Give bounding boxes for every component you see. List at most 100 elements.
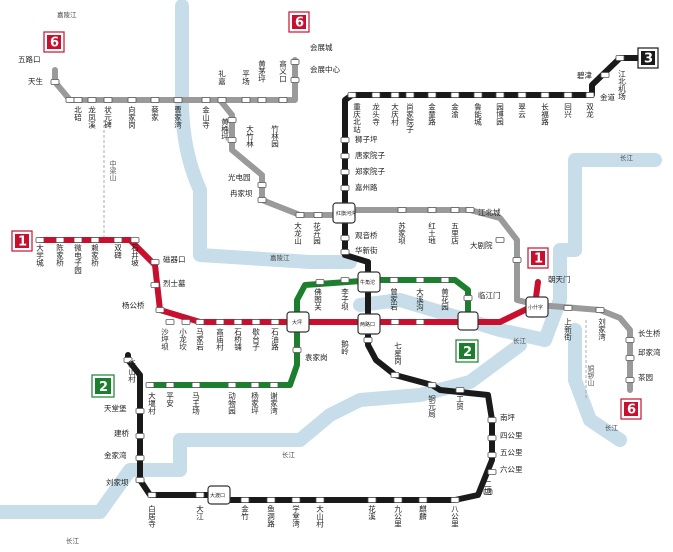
station-label: 杨家坪	[250, 391, 259, 416]
station-label: 龙头寺	[371, 102, 380, 126]
mountain-label: 中梁山	[109, 159, 117, 182]
station-label: 礼嘉	[217, 69, 226, 87]
line-6-badge: 6	[288, 11, 310, 33]
transfer-label: 大坪	[292, 319, 302, 326]
station-marker	[390, 319, 400, 325]
line-2-badge: 2	[455, 339, 479, 363]
station-label: 狮子坪	[355, 135, 378, 144]
station-label: 铜元局	[427, 394, 436, 419]
station-marker	[150, 259, 160, 265]
station-label: 金道	[600, 92, 615, 102]
transfer-label: 小什字	[528, 304, 543, 311]
station-label: 重庆北站	[352, 103, 361, 135]
station-marker	[270, 319, 280, 325]
station-marker	[130, 237, 140, 243]
station-label: 状元碑	[103, 105, 112, 130]
station-label: 蔡家	[150, 105, 159, 122]
line-1-path	[37, 237, 541, 325]
transfer-dadukou	[207, 485, 231, 505]
station-label: 白居寺	[147, 504, 156, 528]
station-marker	[290, 77, 300, 83]
station-label: 马家岩	[195, 328, 204, 352]
station-label: 动物园	[227, 391, 236, 416]
station-label: 江北城	[478, 208, 501, 217]
station-marker	[389, 277, 399, 283]
station-marker	[135, 433, 145, 439]
station-marker	[215, 319, 225, 325]
station-marker	[487, 469, 497, 475]
station-marker	[405, 92, 415, 98]
river-labels: 嘉陵江 嘉陵江 长江 长江 长江 长江 长江 中梁山 铜锣山	[57, 10, 634, 545]
station-marker	[313, 212, 323, 218]
station-marker	[512, 257, 522, 263]
station-marker	[269, 382, 279, 388]
station-label: 六公里	[500, 464, 523, 474]
station-label: 五里店	[450, 222, 459, 246]
station-label: 二塘	[483, 480, 492, 496]
line-2-badge: 2	[91, 374, 115, 398]
station-label: 大学城	[35, 243, 44, 268]
station-marker	[340, 249, 350, 255]
station-label: 龙凤溪	[87, 105, 96, 130]
transfer-label: 红旗河沟	[336, 210, 356, 217]
station-label: 四公里	[500, 431, 523, 440]
station-label: 七星岗	[393, 342, 402, 365]
station-marker	[483, 489, 493, 495]
station-label: 天生	[28, 76, 43, 86]
station-label: 杨公桥	[122, 300, 145, 310]
station-label: 金童路	[427, 102, 436, 126]
station-label: 上新街	[563, 318, 572, 342]
station-marker	[266, 497, 276, 503]
transfer-label: 大渡口	[210, 492, 225, 499]
station-label: 金山寺	[201, 105, 210, 129]
station-marker	[495, 92, 505, 98]
station-marker	[135, 455, 145, 461]
station-label: 北碚	[73, 106, 82, 123]
station-marker	[65, 97, 75, 103]
station-marker	[347, 92, 357, 98]
station-label: 石桥铺	[233, 328, 242, 352]
station-label: 翠云	[517, 103, 526, 120]
river-label: 长江	[282, 450, 296, 459]
station-label: 袁家岗	[305, 352, 328, 362]
station-marker	[90, 237, 100, 243]
station-marker	[241, 97, 251, 103]
station-label: 小龙坎	[178, 328, 187, 352]
station-label: 金竹	[240, 504, 249, 522]
station-marker	[257, 182, 267, 188]
station-label: 临江门	[478, 290, 501, 300]
station-label: 鲁能城	[473, 102, 482, 127]
river-yangtze-south	[0, 338, 527, 519]
line-6-badge: 6	[620, 398, 642, 420]
station-marker	[315, 497, 325, 503]
station-label: 金渝	[450, 102, 459, 120]
station-label: 花溪	[367, 504, 376, 522]
station-label: 长福路	[540, 102, 549, 126]
transfer-lianglukou	[357, 313, 381, 335]
station-label: 李子坝	[340, 287, 349, 312]
river-east-branch	[568, 323, 627, 447]
station-marker	[415, 319, 425, 325]
station-label: 华新街	[355, 245, 378, 255]
station-marker	[625, 355, 635, 361]
station-marker	[295, 212, 305, 218]
station-marker	[240, 497, 250, 503]
station-label: 烈士墓	[163, 278, 186, 288]
station-marker	[595, 307, 605, 313]
station-marker	[150, 282, 160, 288]
station-marker	[227, 382, 237, 388]
station-marker	[455, 387, 465, 393]
station-marker	[450, 207, 460, 213]
station-label: 高庙村	[215, 327, 224, 351]
station-marker	[291, 497, 301, 503]
station-marker	[563, 92, 573, 98]
station-label: 马王场	[191, 392, 200, 416]
river-label: 长江	[605, 423, 619, 432]
station-marker	[50, 79, 60, 85]
station-label: 会展中心	[310, 64, 340, 74]
station-marker	[181, 319, 191, 325]
station-marker	[427, 92, 437, 98]
river-label: 长江	[66, 536, 80, 545]
station-marker	[340, 185, 350, 191]
